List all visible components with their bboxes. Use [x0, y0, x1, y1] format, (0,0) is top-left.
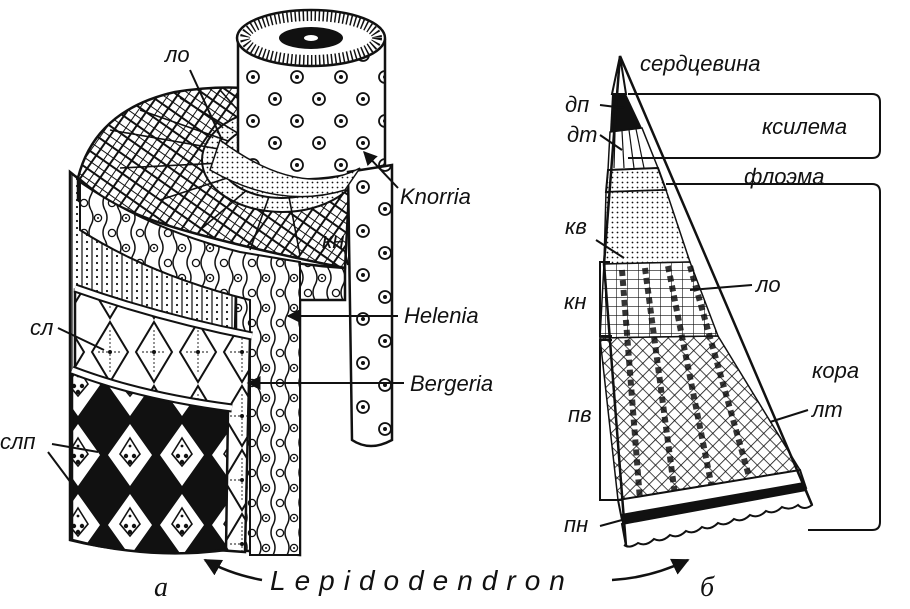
label-serdtsevina: сердцевина	[640, 51, 761, 76]
label-kn-left: кн	[322, 228, 345, 253]
wedge-outline	[602, 55, 814, 547]
leaf-trace-rays	[619, 265, 753, 501]
knorria-column	[346, 163, 394, 448]
label-kn-right: кн	[564, 289, 587, 314]
pointer-lt	[769, 409, 809, 423]
bracket-kora	[666, 183, 881, 531]
right-brackets	[599, 93, 881, 531]
pointer-dp	[599, 104, 625, 109]
label-kora: кора	[812, 358, 859, 383]
genus-name: Lepidodendron	[270, 565, 574, 596]
pointer-lo-right	[689, 284, 753, 291]
right-figure-labels: сердцевина дп дт ксилема флоэма кв ло кн…	[564, 51, 859, 603]
stem-wedge-section	[599, 55, 814, 548]
wedge-primary-xylem	[610, 94, 642, 132]
xylem-lines	[613, 128, 645, 169]
caption-b: б	[700, 572, 715, 603]
knorria-pith	[304, 35, 318, 41]
wedge-dark-band	[621, 482, 806, 524]
label-floema: флоэма	[744, 164, 824, 189]
label-knorria: Knorria	[400, 184, 471, 209]
label-pv: пв	[568, 402, 592, 427]
arrow-genus-left	[203, 558, 263, 582]
pointer-slp-1	[51, 443, 99, 453]
left-figure-labels: ло кн Knorria Helenia Bergeria сл слп а	[0, 42, 493, 603]
bark-band-lower-inner	[71, 367, 233, 411]
genus-caption: Lepidodendron	[203, 558, 690, 596]
label-pn: пн	[564, 512, 588, 537]
pointer-pn	[599, 519, 623, 527]
knorria-dotted-collar	[209, 138, 361, 198]
bracket-ksilema	[628, 93, 881, 159]
pointer-dt	[599, 134, 623, 151]
label-ksilema: ксилема	[762, 114, 847, 139]
knorria-top-rays	[240, 11, 382, 65]
label-dp: дп	[565, 92, 589, 117]
label-dt: дт	[567, 122, 598, 147]
pointer-slp-2	[47, 451, 96, 516]
bracket-pv	[599, 339, 622, 501]
label-lo-left: ло	[163, 42, 190, 67]
label-sl: сл	[30, 315, 53, 340]
wedge-phloem	[604, 166, 668, 194]
arrow-genus-right	[611, 558, 690, 582]
bark-band-upper-inner	[74, 285, 253, 339]
bracket-kn	[599, 261, 612, 337]
caption-a: а	[154, 572, 168, 603]
label-kv: кв	[565, 214, 587, 239]
pointer-lo-left	[189, 69, 223, 141]
pointer-sl	[57, 327, 105, 351]
pointer-kv	[595, 239, 625, 259]
helenia-panel	[79, 180, 301, 556]
label-bergeria: Bergeria	[410, 371, 493, 396]
label-lt: лт	[810, 397, 843, 422]
label-helenia: Helenia	[404, 303, 479, 328]
pointer-kn-left	[344, 251, 349, 266]
arrow-knorria	[363, 150, 399, 189]
label-lo-right: ло	[754, 272, 781, 297]
wedge-scalloped-edge	[620, 488, 814, 548]
label-slp: слп	[0, 429, 36, 454]
knorria-stem-cylinder	[209, 8, 394, 448]
